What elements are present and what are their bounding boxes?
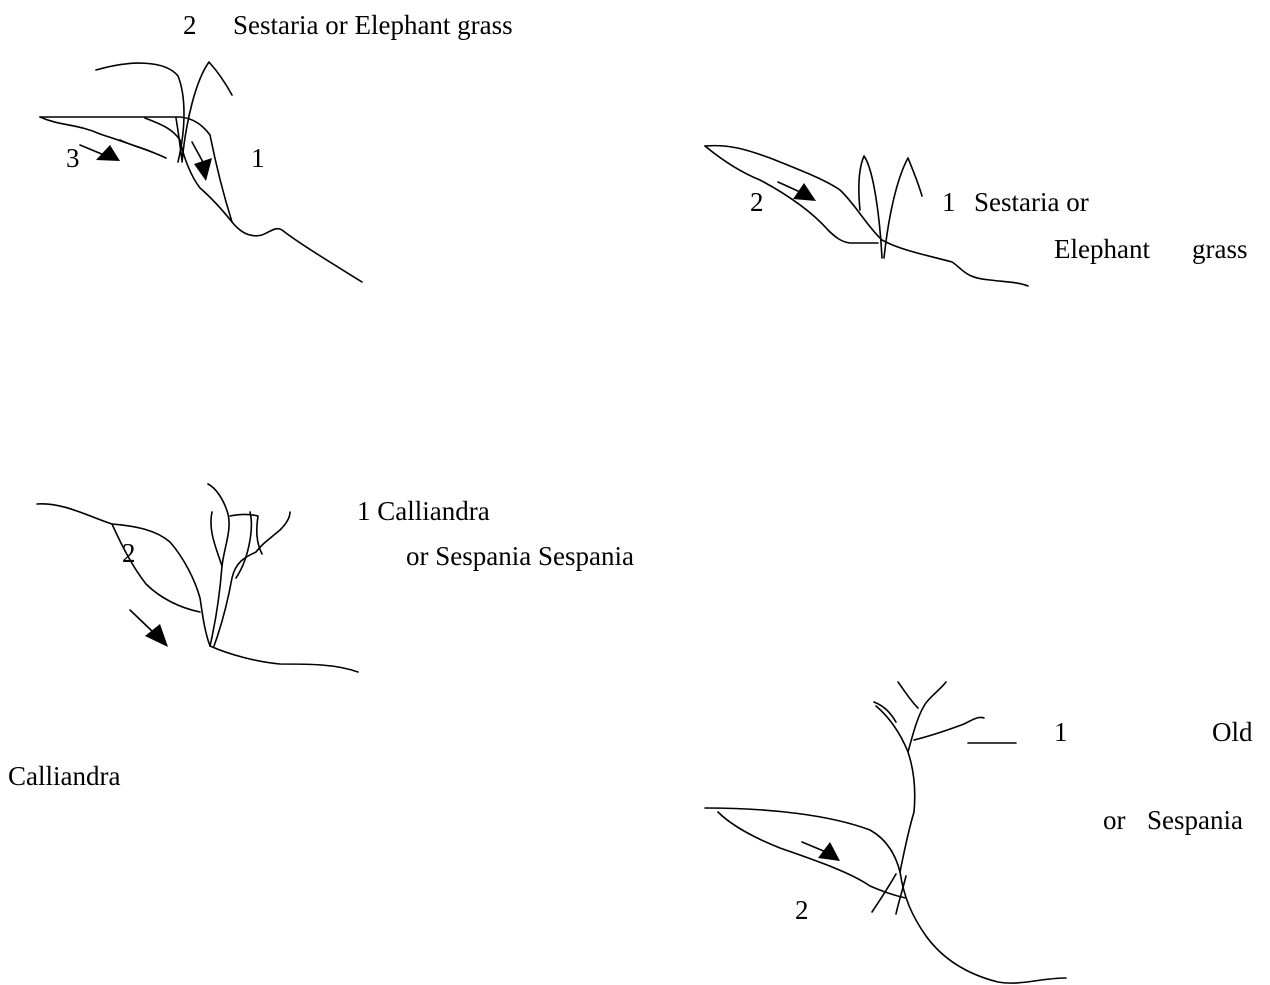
panel-1-arrow-1-shaft	[192, 142, 204, 164]
panel-3-num-2: 2	[122, 540, 136, 567]
panel-1-num-1: 1	[251, 145, 265, 172]
panel-2-text-elephant: Elephant	[1054, 236, 1150, 263]
panel-2-arrow-head	[793, 183, 816, 201]
panel-3-drawing	[37, 484, 358, 672]
panel-3-trunk-right	[214, 512, 290, 646]
panel-4-arrow-shaft	[802, 842, 826, 852]
panel-3-branch-c	[230, 515, 262, 555]
panel-2-text-grass: grass	[1192, 236, 1248, 263]
panel-2-num-2: 2	[750, 189, 764, 216]
panel-2-text-line1: Sestaria or	[974, 189, 1089, 216]
panel-4-branch-c	[898, 682, 918, 708]
panel-4-trunk	[876, 706, 915, 872]
panel-4-branch-b	[914, 717, 984, 740]
panel-3-branch-b	[236, 512, 252, 578]
panel-4-num-1: 1	[1054, 719, 1068, 746]
panel-4-branch-a	[908, 682, 946, 752]
panel-3-text-line2: or Sespania Sespania	[406, 543, 634, 570]
panel-3-arrow-shaft	[130, 610, 153, 632]
panel-1-arrow-1-head	[194, 158, 212, 181]
panel-1-inner-line	[120, 140, 152, 152]
panel-1-terrace-face	[40, 117, 166, 158]
panel-4-text-calliandra: Calliandra	[8, 763, 120, 790]
panel-2-num-1: 1	[942, 189, 956, 216]
panel-1-num-3: 3	[66, 145, 80, 172]
panel-4-arrow-head	[818, 842, 840, 861]
panel-1-top-num: 2	[183, 12, 197, 39]
panel-2-arrow-shaft	[778, 182, 800, 192]
panel-1-top-text: Sestaria or Elephant grass	[233, 12, 513, 39]
panel-3-text-line1: 1 Calliandra	[357, 498, 490, 525]
panel-1-arrow-3-shaft	[80, 145, 104, 155]
panel-4-branch-d	[874, 702, 896, 722]
panel-4-num-2: 2	[795, 897, 809, 924]
panel-1-grass-leaf-right	[182, 62, 232, 162]
panel-4-text-old: Old	[1212, 719, 1253, 746]
panel-4-drawing	[705, 682, 1066, 983]
panel-2-slope-face	[705, 146, 878, 243]
panel-4-text-or: or	[1103, 807, 1126, 834]
panel-3-slope-top	[37, 504, 358, 672]
panel-1-drawing	[40, 62, 362, 282]
panel-4-slope-face	[718, 812, 906, 898]
panel-4-stub-left	[872, 874, 896, 912]
panel-4-text-sespania: Sespania	[1147, 807, 1243, 834]
panel-4-slope-top	[705, 808, 1066, 983]
